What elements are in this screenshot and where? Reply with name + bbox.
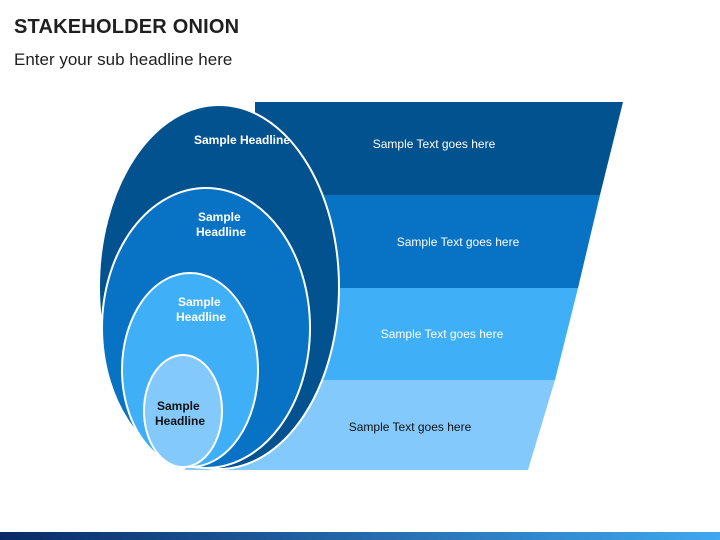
page-title: STAKEHOLDER ONION <box>14 16 240 38</box>
page-subtitle: Enter your sub headline here <box>14 50 233 69</box>
band-layer-1 <box>255 102 623 195</box>
layer-2-text: Sample Text goes here <box>397 235 520 249</box>
layer-4-headline: Sample Headline <box>155 399 205 428</box>
layer-3-headline: Sample Headline <box>176 295 226 324</box>
layer-4-text: Sample Text goes here <box>349 420 472 434</box>
layer-1-headline: Sample Headline <box>194 133 290 147</box>
layer-3-text: Sample Text goes here <box>381 327 504 341</box>
onion-layer-4 <box>143 354 223 468</box>
layer-1-text: Sample Text goes here <box>373 137 496 151</box>
footer-accent-bar <box>0 532 720 540</box>
layer-2-headline: Sample Headline <box>196 210 246 239</box>
